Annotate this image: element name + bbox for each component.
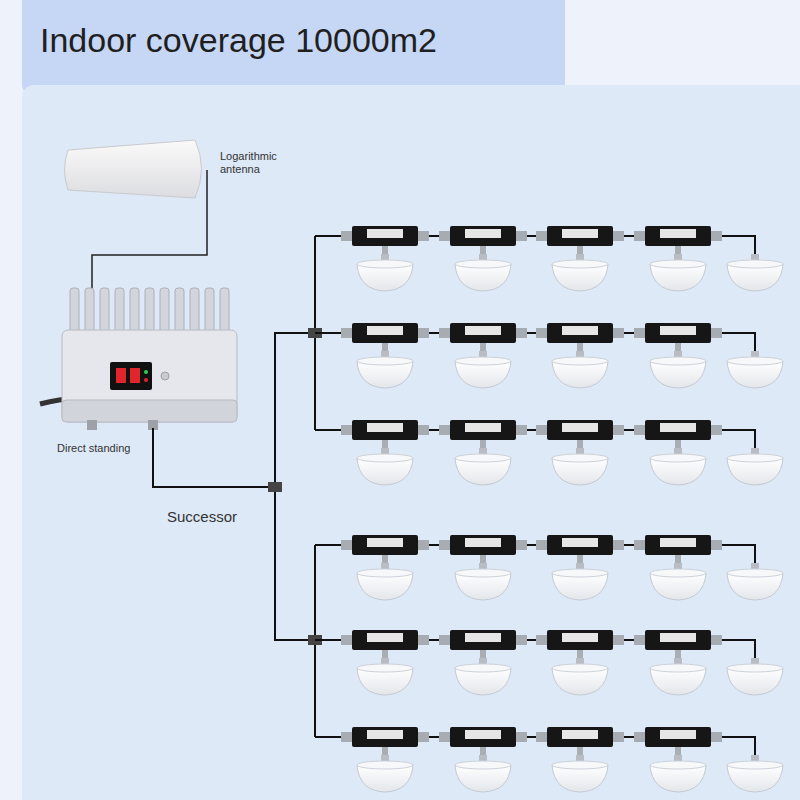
coupler-row bbox=[315, 323, 783, 388]
feeder-cable bbox=[153, 236, 315, 737]
main-panel bbox=[22, 85, 800, 800]
coupler-row bbox=[315, 535, 783, 600]
part-label: Logarithmic antenna bbox=[220, 150, 300, 175]
part-label: Successor bbox=[167, 508, 237, 525]
coupler-row bbox=[315, 226, 783, 291]
coupler-row bbox=[315, 420, 783, 485]
page-title: Indoor coverage 10000m2 bbox=[40, 20, 437, 61]
title-tab bbox=[22, 0, 565, 98]
repeater bbox=[40, 288, 237, 430]
splitter bbox=[268, 482, 282, 492]
coupler-row bbox=[315, 630, 783, 695]
coupler-row bbox=[315, 727, 783, 792]
log-antenna bbox=[65, 140, 202, 198]
part-label: Direct standing bbox=[57, 442, 130, 455]
